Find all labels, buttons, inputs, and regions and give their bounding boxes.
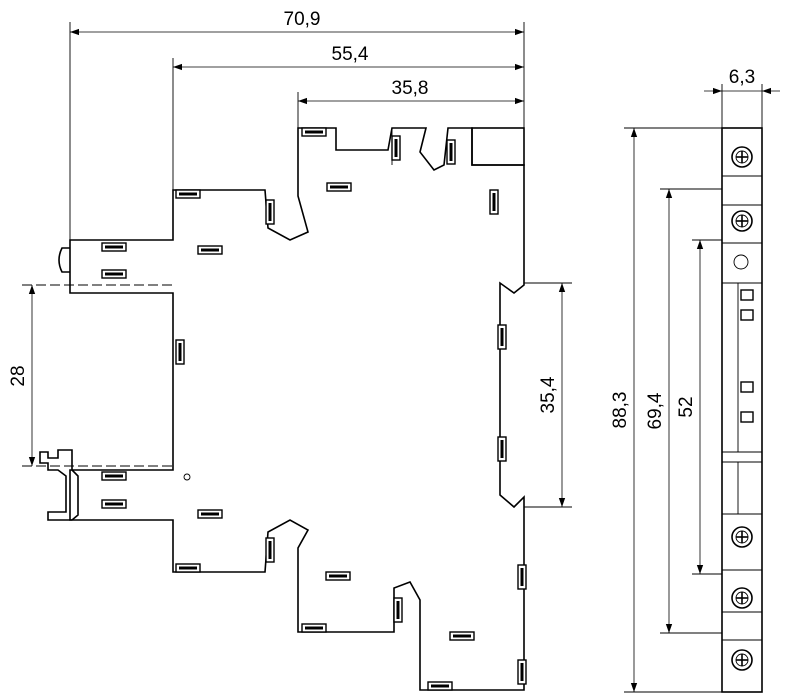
dimension-height-right: 35,4 [524,282,572,508]
dimension-label-width-inner: 35,8 [392,78,429,99]
screw-icon [731,649,753,671]
din-rail-reference-lines [22,284,175,467]
dimension-side-h3: 52 [676,239,722,575]
din-rail-clip [39,449,79,521]
dimension-width-total: 70,9 [69,9,525,240]
side-view [721,127,763,693]
screw-icon [731,526,753,548]
terminal-openings [101,127,527,691]
dimension-label-side-h3: 52 [676,396,697,417]
dimension-label-side-h1: 88,3 [610,392,631,429]
dimension-label-height-left: 28 [8,365,29,386]
dimension-width-inner: 35,8 [297,78,524,128]
dimension-width-mid: 55,4 [172,44,524,190]
dimension-side-h2: 69,4 [645,188,722,634]
dimension-label-side-h2: 69,4 [645,392,666,429]
dimension-height-left: 28 [8,285,36,466]
terminal-screws [731,146,753,671]
dimension-side-width: 6,3 [704,67,780,128]
dimension-label-side-width: 6,3 [729,67,755,88]
dimension-side-h1: 88,3 [610,127,722,693]
front-view-outline [58,127,525,691]
screw-icon [731,587,753,609]
dimension-label-width-mid: 55,4 [332,44,369,65]
screw-icon [731,146,753,168]
dimension-label-height-right: 35,4 [538,376,559,413]
dimension-label-width-total: 70,9 [284,9,321,30]
screw-icon [731,210,753,232]
